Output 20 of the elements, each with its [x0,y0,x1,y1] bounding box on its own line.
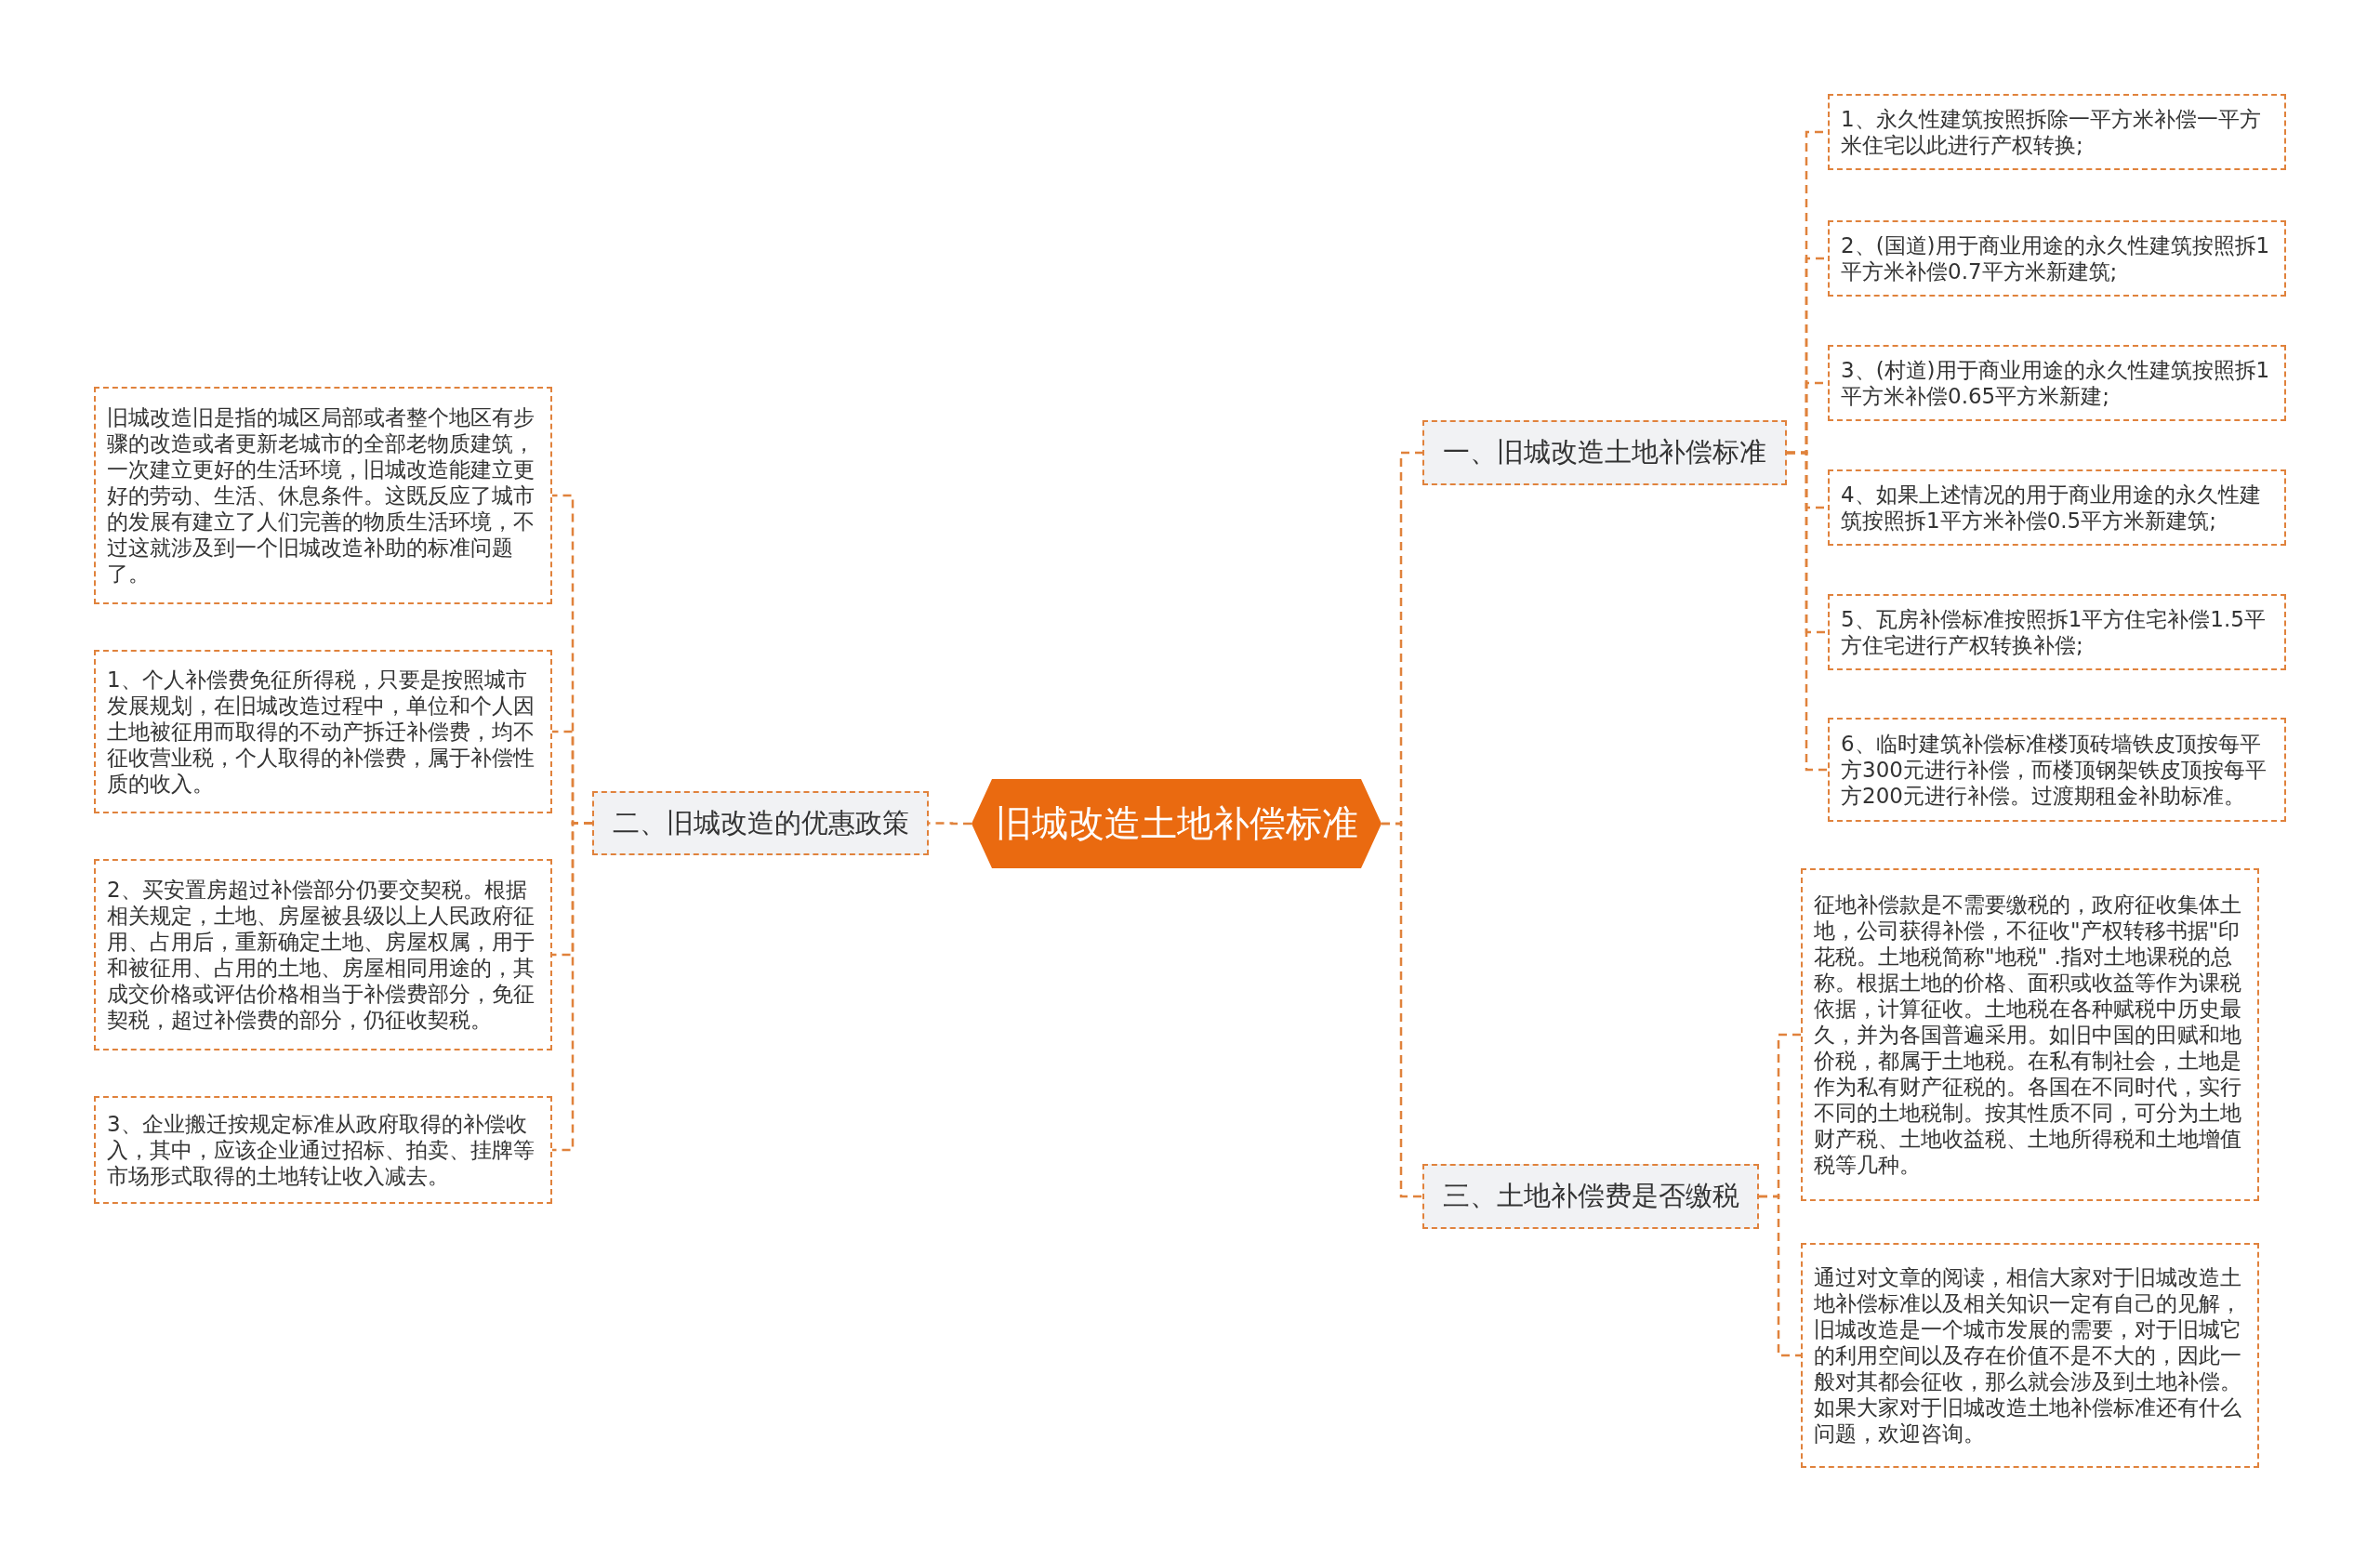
connector-line [552,822,592,1152]
branch-topic: 一、旧城改造土地补偿标准 [1422,420,1787,485]
detail-box: 3、企业搬迁按规定标准从政府取得的补偿收入，其中，应该企业通过招标、拍卖、挂牌等市场形式取得的土地转让收入减去。 [94,1096,552,1204]
detail-box: 2、买安置房超过补偿部分仍要交契税。根据相关规定，土地、房屋被县级以上人民政府征用、占用后，重新确定土地、房屋权属，用于和被征用、占用的土地、房屋相同用途的，其成交价格或评估价格相当于补偿费部分，免征契税，超过补偿费的部分，仍征收契税。 [94,859,552,1050]
detail-box: 旧城改造旧是指的城区局部或者整个地区有步骤的改造或者更新老城市的全部老物质建筑，一次建立更好的生活环境，旧城改造能建立更好的劳动、生活、休息条件。这既反应了城市的发展有建立了人们完善的物质生活环境，不过这就涉及到一个旧城改造补助的标准问题了。 [94,387,552,604]
connector-line [1382,822,1422,1198]
detail-box: 2、(国道)用于商业用途的永久性建筑按照拆1平方米补偿0.7平方米新建筑; [1828,220,2286,297]
branch-topic: 二、旧城改造的优惠政策 [592,791,929,855]
detail-box: 3、(村道)用于商业用途的永久性建筑按照拆1平方米补偿0.65平方米新建; [1828,345,2286,421]
connector-line [1787,451,1828,772]
detail-box: 6、临时建筑补偿标准楼顶砖墙铁皮顶按每平方300元进行补偿，而楼顶钢架铁皮顶按每平方200元进行补偿。过渡期租金补助标准。 [1828,718,2286,822]
detail-box: 5、瓦房补偿标准按照拆1平方住宅补偿1.5平方住宅进行产权转换补偿; [1828,594,2286,670]
detail-box: 4、如果上述情况的用于商业用途的永久性建筑按照拆1平方米补偿0.5平方米新建筑; [1828,469,2286,546]
central-topic: 旧城改造土地补偿标准 [972,779,1382,868]
detail-box: 1、个人补偿费免征所得税，只要是按照城市发展规划，在旧城改造过程中，单位和个人因土地被征用而取得的不动产拆迁补偿费，均不征收营业税，个人取得的补偿费，属于补偿性质的收入。 [94,650,552,813]
connector-line [1759,1195,1801,1357]
branch-topic: 三、土地补偿费是否缴税 [1422,1164,1759,1229]
detail-box: 1、永久性建筑按照拆除一平方米补偿一平方米住宅以此进行产权转换; [1828,94,2286,170]
detail-box: 征地补偿款是不需要缴税的，政府征收集体土地，公司获得补偿，不征收"产权转移书据"印花税。土地税简称"地税" .指对土地课税的总称。根据土地的价格、面积或收益等作为课税依据，计算征收。土地税在各种赋税中历史最久，并为各国普遍采用。如旧中国的田赋和地价税，都属于土地税。在私有制社会，土地是作为私有财产征税的。各国在不同时代，实行不同的土地税制。按其性质不同，可分为土地财产税、土地收益税、土地所得税和土地增值税等几种。 [1801,868,2259,1201]
detail-box: 通过对文章的阅读，相信大家对于旧城改造土地补偿标准以及相关知识一定有自己的见解，旧城改造是一个城市发展的需要，对于旧城它的利用空间以及存在价值不是不大的，因此一般对其都会征收，那么就会涉及到土地补偿。如果大家对于旧城改造土地补偿标准还有什么问题，欢迎咨询。 [1801,1243,2259,1468]
